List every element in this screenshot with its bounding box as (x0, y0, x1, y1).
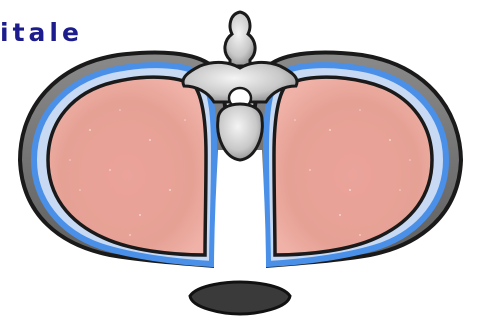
vertebra-spinous-process (225, 12, 255, 66)
mediastinum (214, 150, 266, 270)
sternum (190, 282, 290, 314)
caption-text: itale (0, 10, 83, 55)
vertebral-body (218, 104, 263, 160)
